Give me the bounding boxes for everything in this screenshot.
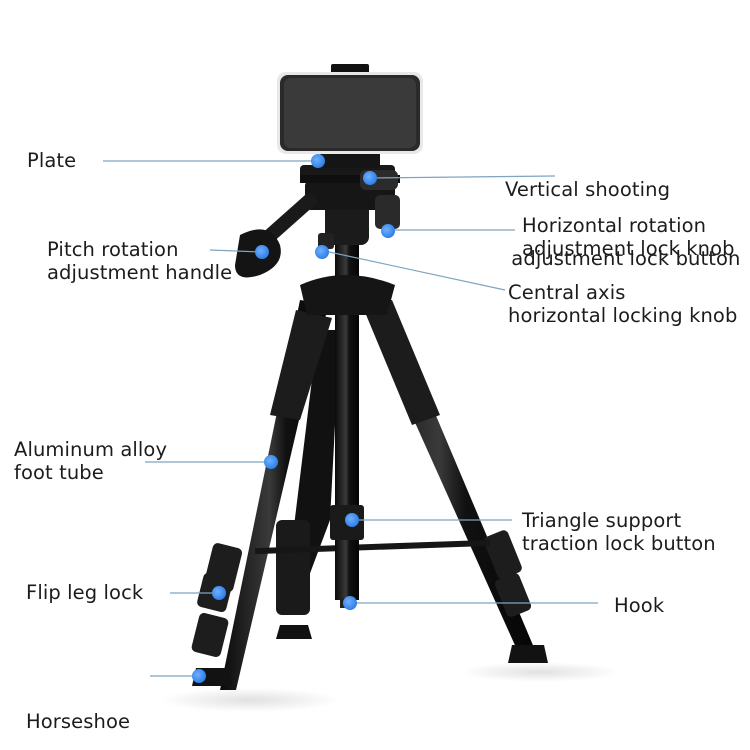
marker-hook xyxy=(343,596,357,610)
marker-foot-pad xyxy=(192,669,206,683)
pan-tilt-head xyxy=(235,165,400,278)
label-pitch-handle: Pitch rotation adjustment handle xyxy=(47,238,233,284)
leg-hub xyxy=(300,275,395,315)
back-leg xyxy=(276,330,340,639)
label-central-axis: Central axis horizontal locking knob xyxy=(508,281,738,327)
marker-foot-tube xyxy=(264,455,278,469)
label-foot-tube: Aluminum alloy foot tube xyxy=(14,438,168,484)
marker-flip-lock xyxy=(212,586,226,600)
right-leg xyxy=(360,295,548,663)
leader-lines xyxy=(103,160,598,677)
label-triangle-support: Triangle support traction lock button xyxy=(522,509,716,555)
label-hook: Hook xyxy=(614,594,665,617)
label-foot-pad: Horseshoe foot pad xyxy=(26,710,131,733)
marker-vertical-lock xyxy=(363,171,377,185)
phone-holder xyxy=(277,64,423,168)
marker-horizontal-knob xyxy=(381,224,395,238)
foot-shadow xyxy=(460,662,620,682)
marker-central-axis xyxy=(315,245,329,259)
callout-markers xyxy=(192,154,395,683)
label-flip-lock: Flip leg lock xyxy=(26,581,144,604)
foot-shadow xyxy=(160,688,340,712)
marker-triangle-support xyxy=(345,513,359,527)
spreader-bar xyxy=(254,539,491,555)
marker-pitch-handle xyxy=(255,245,269,259)
label-horizontal-knob: Horizontal rotation adjustment lock knob xyxy=(522,214,735,260)
label-vertical-lock: Vertical shooting adjustment lock button xyxy=(505,178,741,270)
marker-plate xyxy=(311,154,325,168)
label-plate: Plate xyxy=(27,149,77,172)
